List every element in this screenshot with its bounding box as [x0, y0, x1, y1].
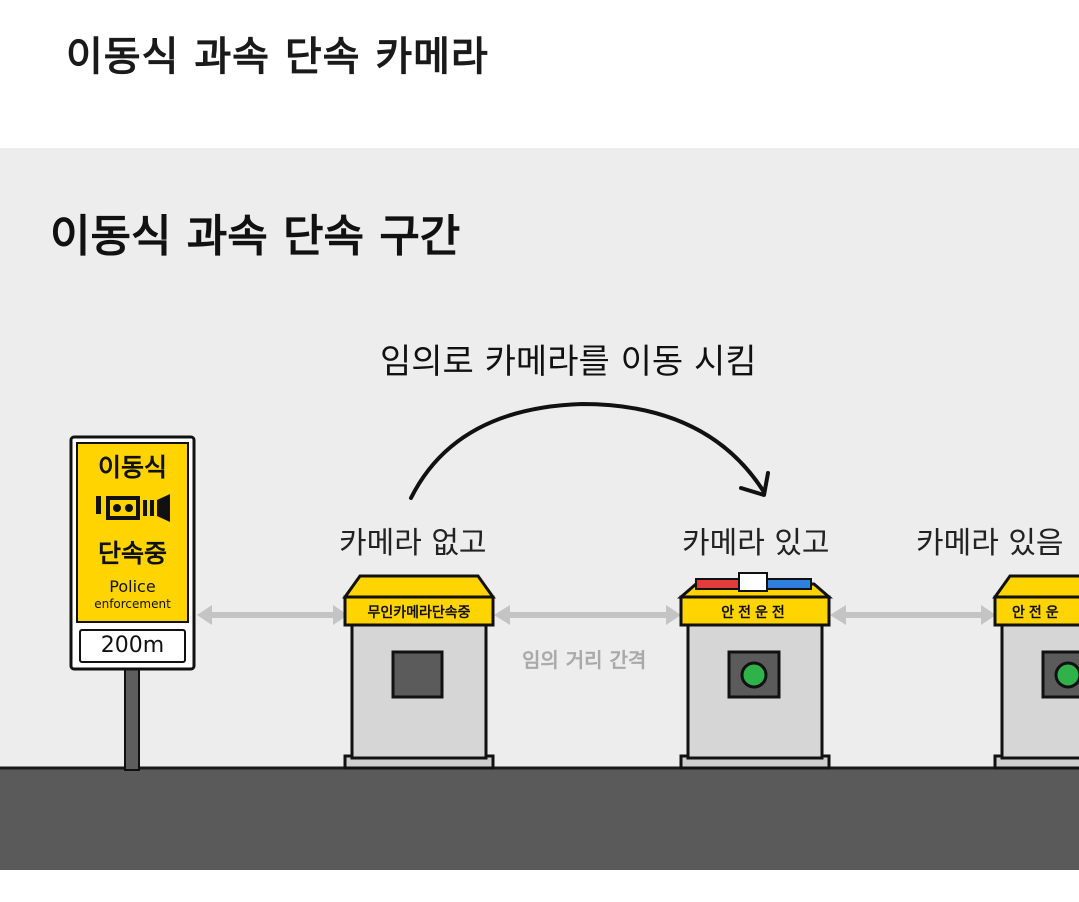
gap-label: 임의 거리 간격: [522, 648, 647, 672]
box3-label: 카메라 있음: [916, 526, 1064, 561]
camera-box-1: [342, 574, 496, 770]
sign-distance-box: [79, 629, 186, 663]
sign-text-mobile: 이동식: [97, 453, 167, 482]
box3-band-text: 안전운: [1012, 605, 1063, 621]
diagram-panel: 이동식 과속 단속 구간 임의로 카메라를 이동 시킴 카메라 없고 카메라 있…: [0, 148, 1079, 870]
box2-band-text: 안전운전: [721, 605, 789, 621]
page-title: 이동식 과속 단속 카메라: [66, 34, 489, 80]
move-arrow-curve: [409, 401, 766, 500]
camera-box-2: [676, 572, 834, 770]
camera-window: [727, 650, 781, 699]
sign-yellow-area: [76, 442, 189, 623]
box1-band-text: 무인카메라단속중: [367, 605, 471, 621]
camera-box-3: [992, 574, 1079, 770]
box2-label: 카메라 있고: [682, 526, 830, 561]
sign-distance: 200m: [100, 633, 165, 658]
camera-lens: [740, 661, 768, 689]
diagram-graphics: [0, 401, 1079, 870]
sign-camera-icon: [96, 494, 170, 522]
empty-camera-window: [391, 650, 444, 699]
move-caption: 임의로 카메라를 이동 시킴: [380, 342, 757, 382]
diagram-title: 이동식 과속 단속 구간: [50, 211, 461, 262]
sign-text-enforcement: enforcement: [94, 597, 171, 611]
page-bottom: [0, 870, 1079, 902]
lamp-blue: [766, 578, 812, 590]
sign-pole: [124, 667, 140, 771]
lamp-red: [695, 578, 741, 590]
sign-text-enforcing: 단속중: [97, 539, 167, 568]
gap-arrow-box2-box3: [830, 605, 996, 625]
lamp-white: [738, 572, 768, 592]
gap-arrow-box1-box2: [494, 605, 681, 625]
sign-text-police: Police: [109, 577, 156, 596]
gap-arrow-sign-box1: [197, 605, 348, 625]
box1-label: 카메라 없고: [339, 526, 487, 561]
move-arrow-head: [739, 471, 770, 497]
road: [0, 768, 1079, 870]
